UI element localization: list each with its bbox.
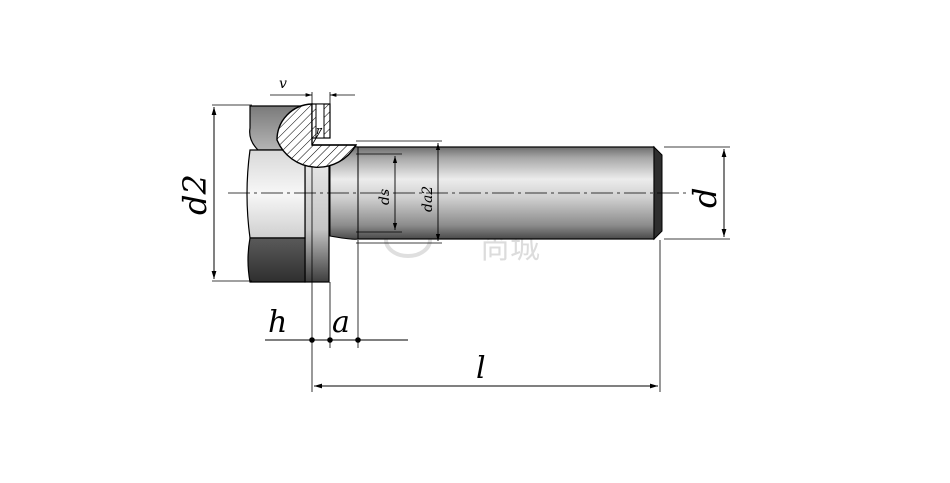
label-ds: ds [377,189,393,205]
dimension-d2: d2 [176,104,252,282]
label-h: h [268,305,287,340]
label-a: a [332,305,350,340]
label-d2: d2 [176,174,214,215]
dimension-h-a: h a [265,240,408,392]
dimension-d: d [664,146,730,240]
dimension-da2: da2 [356,140,442,244]
label-v: v [279,76,287,92]
dimension-ds: ds [356,153,402,233]
label-r: r [316,124,322,137]
label-d: d [686,188,724,208]
label-da2: da2 [420,186,436,212]
dimension-l: l [314,240,661,392]
label-l: l [476,351,486,386]
section-detail: r [276,100,358,168]
dimension-v: v [270,76,355,104]
